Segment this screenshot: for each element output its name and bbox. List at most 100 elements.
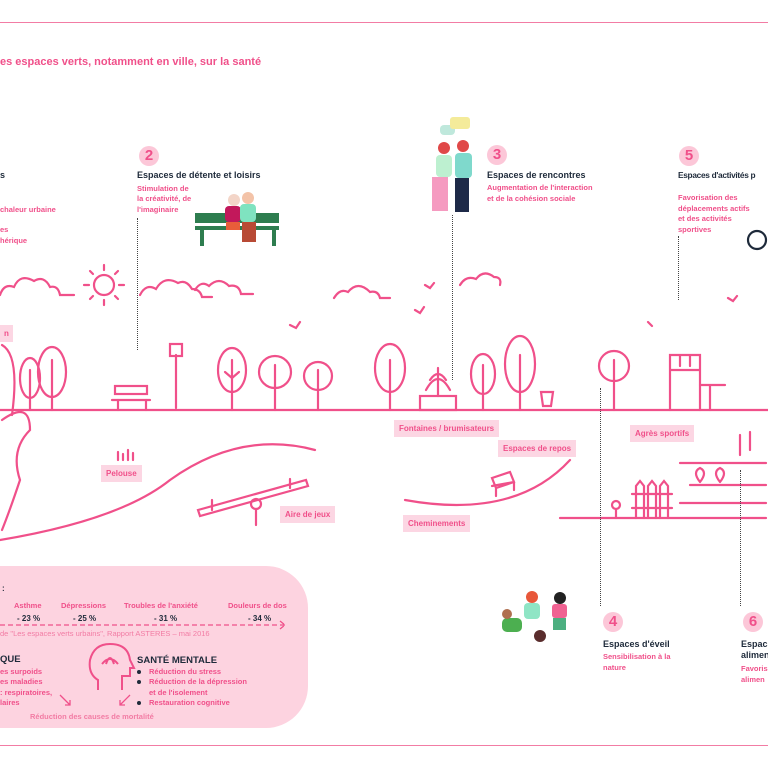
- tree-icon: [469, 352, 497, 412]
- cloud-icon: [458, 272, 502, 287]
- item2-title: Espaces de détente et loisirs: [137, 170, 261, 180]
- tree-icon: [597, 349, 631, 412]
- item3-desc-line: et de la cohésion sociale: [487, 194, 576, 203]
- item5-desc-line: sportives: [678, 225, 712, 234]
- tree-icon: [36, 345, 68, 412]
- tree-icon: [302, 360, 334, 412]
- item6-title-line: Espac: [741, 639, 768, 649]
- stat-value: - 31 %: [154, 614, 178, 623]
- hill-path: [0, 443, 317, 542]
- lamp-icon: [168, 342, 184, 410]
- item2-number-badge: 2: [139, 146, 159, 166]
- item5-title: Espaces d'activités p: [678, 170, 756, 180]
- tree-icon: [257, 354, 293, 412]
- tree-icon: [216, 346, 248, 412]
- cloud-icon: [193, 279, 255, 296]
- page-title: es espaces verts, notamment en ville, su…: [0, 56, 262, 68]
- mentale-item: Restauration cognitive: [137, 698, 230, 707]
- stat-label: Dépressions: [61, 601, 107, 610]
- item5-desc-line: et des activités: [678, 214, 732, 223]
- cloud-icon: [332, 284, 392, 300]
- physique-item: es maladies: [0, 677, 43, 686]
- health-benefits-panel: [0, 566, 308, 728]
- item6-desc-line: Favoris: [741, 664, 768, 673]
- tree-icon: [18, 356, 42, 412]
- item6-title-line: alimen: [741, 650, 768, 660]
- bin-icon: [539, 390, 555, 408]
- stat-label: Asthme: [14, 601, 42, 610]
- item1-title: s: [0, 170, 6, 180]
- seesaw-icon: [196, 477, 310, 527]
- item1-desc-line: hérique: [0, 236, 28, 245]
- label-espaces-de-repos: Espaces de repos: [498, 440, 577, 457]
- item3-title: Espaces de rencontres: [487, 170, 586, 180]
- plant-icon: [694, 430, 752, 484]
- top-rule: [0, 22, 768, 23]
- item4-desc-line: nature: [603, 663, 626, 672]
- item1-desc-line: chaleur urbaine: [0, 205, 56, 214]
- item6-connector: [740, 470, 741, 606]
- bench-icon: [110, 384, 152, 412]
- label-aire-de-jeux: Aire de jeux: [280, 506, 336, 523]
- item5-connector: [678, 236, 679, 300]
- path-icon: [403, 458, 572, 506]
- item6-desc-line: alimen: [741, 675, 765, 684]
- talking-people-illustration: [432, 117, 472, 212]
- bench-icon: [490, 470, 516, 498]
- item4-desc-line: Sensibilisation à la: [603, 652, 671, 661]
- fence-icon: [630, 479, 674, 520]
- sun-icon: [82, 263, 126, 307]
- stat-value: - 25 %: [73, 614, 97, 623]
- left-edge-path: [0, 410, 32, 532]
- stat-value: - 23 %: [17, 614, 41, 623]
- mentale-item-continued: et de l'isolement: [149, 688, 208, 697]
- physique-item: laires: [0, 698, 20, 707]
- item4-connector: [600, 388, 601, 606]
- physique-title: QUE: [0, 654, 21, 665]
- gym-equipment-icon: [668, 353, 727, 412]
- stat-label: Douleurs de dos: [228, 601, 287, 610]
- stats-source: de "Les espaces verts urbains", Rapport …: [0, 629, 210, 638]
- grass-icon: [116, 448, 135, 462]
- item5-number-badge: 5: [679, 146, 699, 166]
- mentale-item: Réduction de la dépression: [137, 677, 247, 686]
- children-exploring-illustration: [502, 591, 567, 642]
- flower-icon: [610, 499, 622, 520]
- cloud-icon: [138, 278, 214, 299]
- item4-title: Espaces d'éveil: [603, 639, 670, 649]
- label-agres-sportifs: Agrès sportifs: [630, 425, 695, 442]
- stat-label: Troubles de l'anxiété: [124, 601, 198, 610]
- cloud-icon: [0, 276, 76, 297]
- item2-desc-line: l'imaginaire: [137, 205, 179, 214]
- fountain-icon: [418, 366, 458, 412]
- tree-icon: [373, 342, 407, 412]
- mortality-text: Réduction des causes de mortalité: [30, 712, 154, 721]
- bicycle-wheel-icon: [746, 229, 768, 251]
- item3-connector: [452, 215, 453, 380]
- item2-desc-line: Stimulation de: [137, 184, 189, 193]
- left-edge-shape: [0, 343, 16, 417]
- label-fontaines: Fontaines / brumisateurs: [394, 420, 500, 437]
- birds-icon: [288, 281, 739, 330]
- physique-item: es surpoids: [0, 667, 43, 676]
- item4-number-badge: 4: [603, 612, 623, 632]
- item1-label: n: [0, 325, 13, 342]
- tree-icon: [503, 334, 537, 412]
- item5-desc-line: déplacements actifs: [678, 204, 750, 213]
- mentale-title: SANTÉ MENTALE: [137, 655, 218, 666]
- item5-desc-line: Favorisation des: [678, 193, 738, 202]
- item1-desc-line: es: [0, 225, 9, 234]
- stat-value: - 34 %: [248, 614, 272, 623]
- item3-number-badge: 3: [487, 145, 507, 165]
- item3-desc-line: Augmentation de l'interaction: [487, 183, 593, 192]
- item2-connector: [137, 218, 138, 350]
- item2-desc-line: la créativité, de: [137, 194, 192, 203]
- mentale-item: Réduction du stress: [136, 667, 222, 676]
- stats-heading: :: [2, 584, 5, 593]
- bottom-rule: [0, 745, 768, 746]
